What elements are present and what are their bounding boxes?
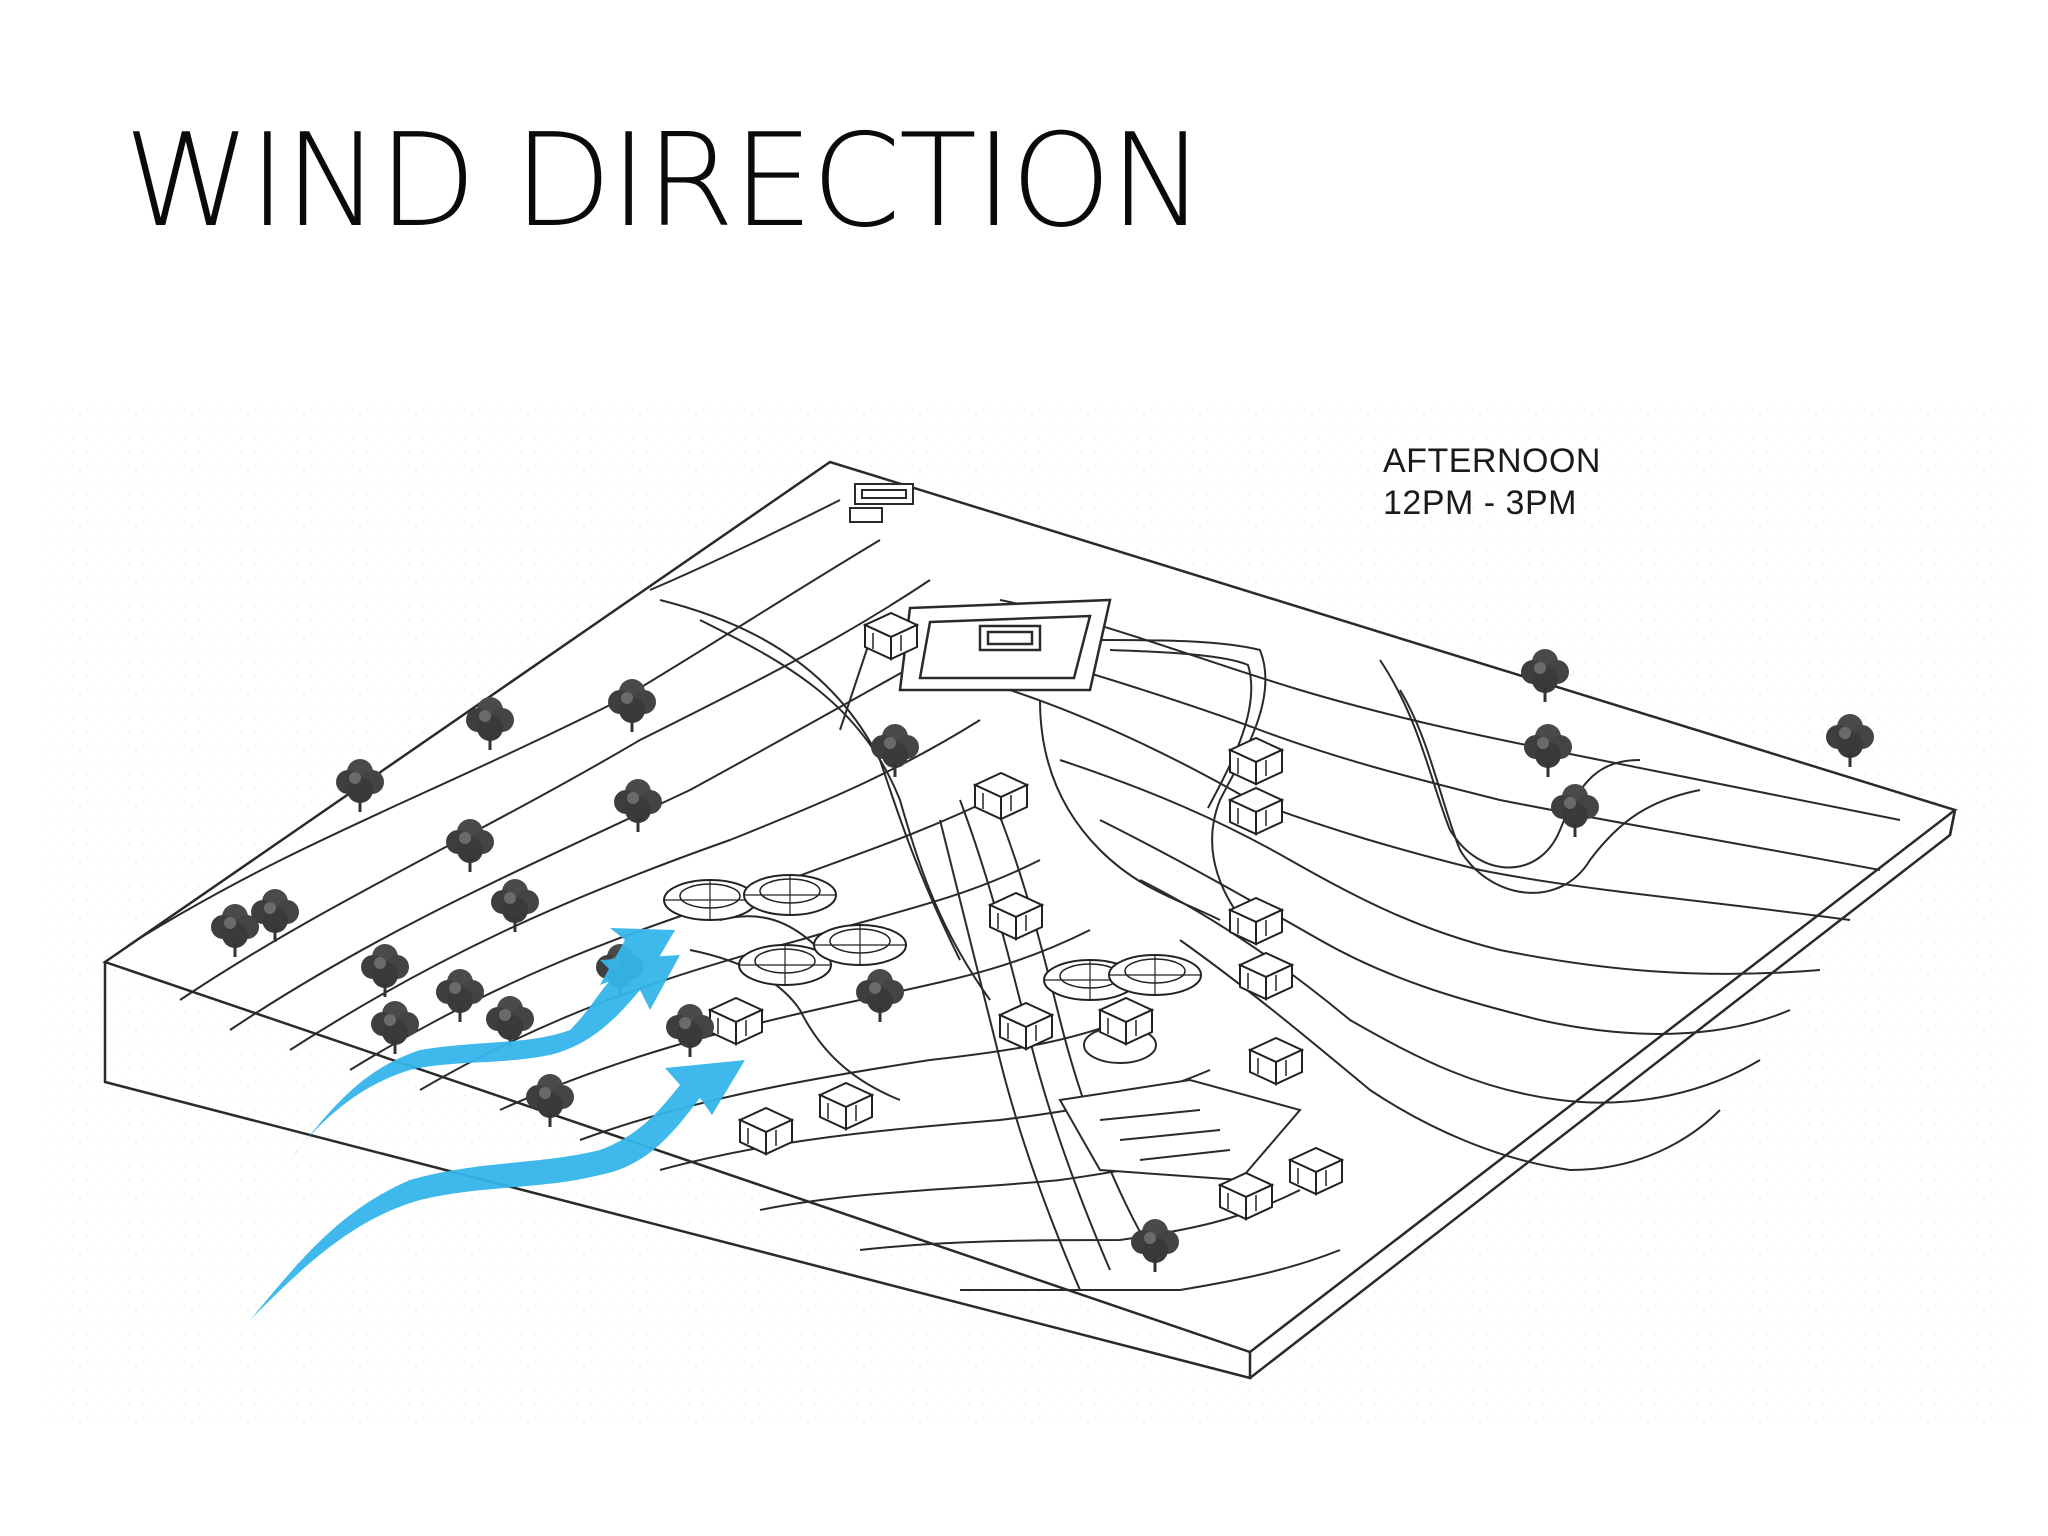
wind-arrow-upper [290,955,680,1160]
parking-lot [1058,1078,1302,1182]
wind-arrows [250,928,745,1320]
wind-arrow-small [600,928,675,990]
site-paths [689,639,1267,1101]
period-label: AFTERNOON [1383,442,1601,480]
slide-title: WIND DIRECTION [124,107,1205,256]
sports-court [898,598,1112,692]
wind-arrow-lower [250,1060,745,1320]
time-range-label: 12PM - 3PM [1383,484,1577,522]
site-front-face [103,962,1252,1380]
time-label: AFTERNOON 12PM - 3PM [1383,440,1601,524]
entrance-structure [849,483,914,523]
